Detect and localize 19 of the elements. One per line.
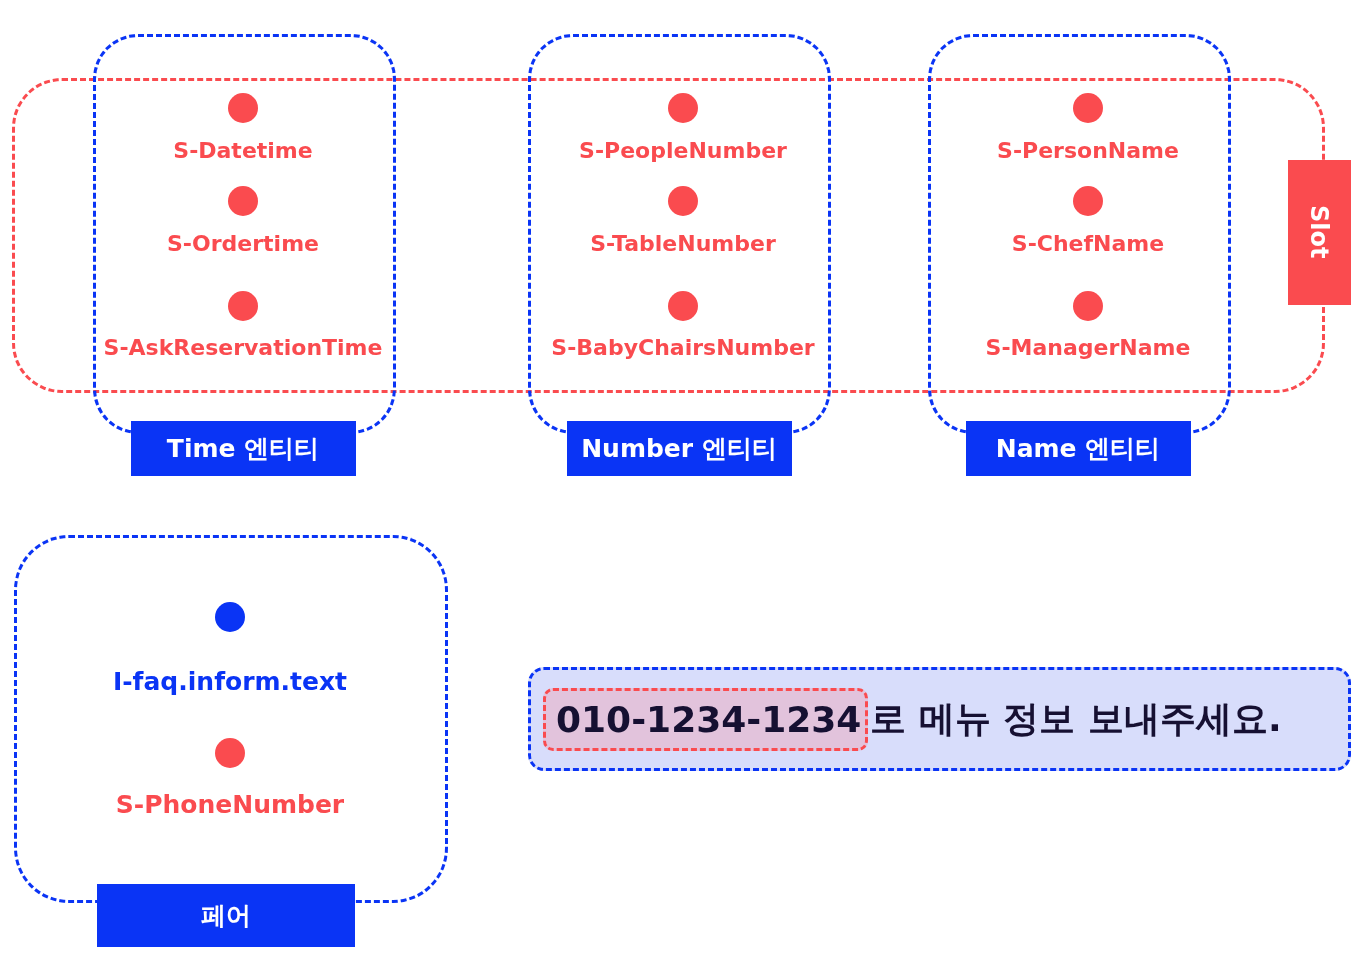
slot-label: S-BabyChairsNumber bbox=[551, 335, 815, 360]
slot-label: S-AskReservationTime bbox=[103, 335, 383, 360]
slot-label: S-TableNumber bbox=[590, 231, 776, 256]
slot-label: S-PhoneNumber bbox=[115, 790, 345, 819]
box-tag: Name 엔티티 bbox=[965, 420, 1191, 476]
slot-label: S-ChefName bbox=[1011, 231, 1165, 256]
sentence-box bbox=[528, 667, 1351, 771]
sentence-text: 로 메뉴 정보 보내주세요. bbox=[870, 696, 1282, 741]
box-tag: 페어 bbox=[96, 883, 355, 947]
slot-label: S-PeopleNumber bbox=[579, 138, 787, 163]
slot-label: S-PersonName bbox=[997, 138, 1179, 163]
box-tag: Slot bbox=[1287, 159, 1351, 305]
highlight-box: 010-1234-1234 bbox=[543, 687, 869, 751]
box-tag: Time 엔티티 bbox=[130, 420, 356, 476]
slot-label: I-faq.inform.text bbox=[112, 667, 348, 696]
slot-label: S-ManagerName bbox=[985, 335, 1191, 360]
slot-label: S-Ordertime bbox=[167, 231, 319, 256]
slot-label: S-Datetime bbox=[173, 138, 313, 163]
box-tag: Number 엔티티 bbox=[566, 420, 792, 476]
